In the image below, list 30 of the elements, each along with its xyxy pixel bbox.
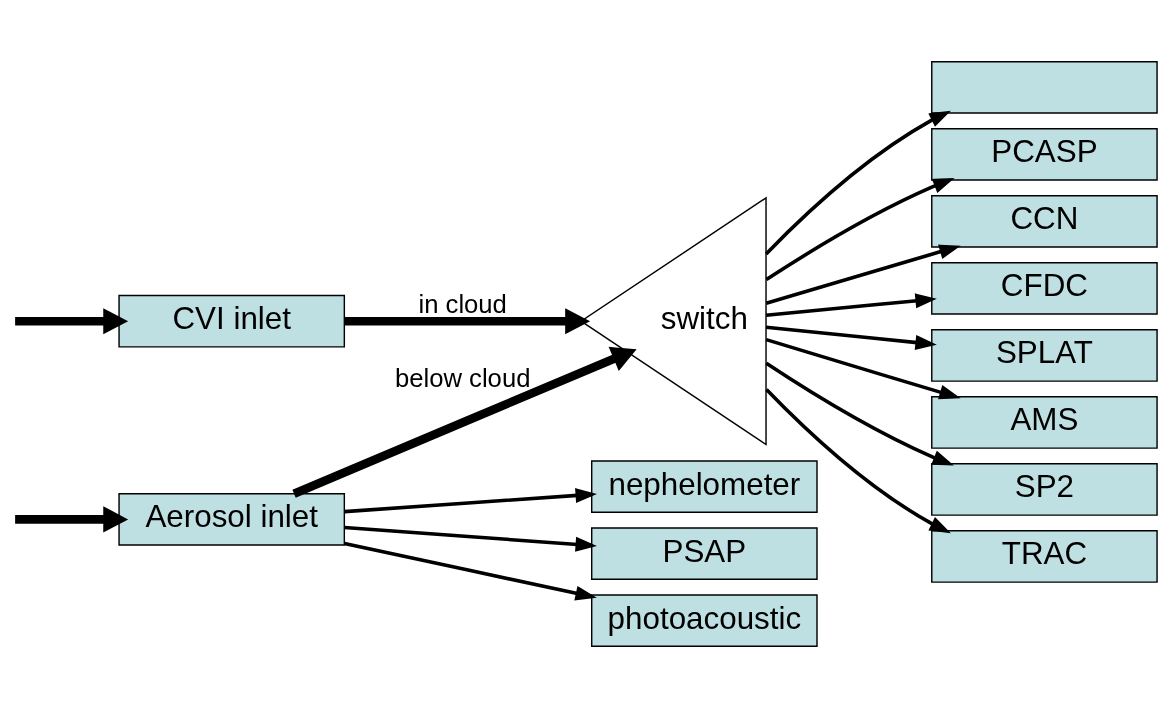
node-box: CVI inlet [118,294,346,348]
node-box: TRAC [931,530,1158,583]
node-box: AMS [931,396,1158,449]
arrow [765,293,937,318]
arrow [765,178,955,282]
arrow [15,308,129,335]
arrow [344,525,597,552]
arrow [292,346,637,498]
node-box [931,61,1158,114]
edge-label: in cloud [418,290,507,319]
arrow [765,325,937,350]
node-box: SPLAT [931,329,1158,382]
arrow [765,244,961,305]
node-box: CCN [931,195,1158,248]
edge-label: below cloud [394,364,531,393]
arrow [765,337,961,400]
arrow [764,110,951,256]
arrow [765,361,954,466]
arrow [344,488,597,514]
node-box: PCASP [931,128,1158,181]
node-box: PSAP [591,527,818,580]
arrow [15,506,129,533]
node-box: Aerosol inlet [118,493,346,546]
node-box: photoacoustic [591,594,818,647]
arrow [344,308,591,335]
arrow [344,541,597,601]
node-box: CFDC [931,262,1158,315]
arrow [765,388,951,534]
node-box: SP2 [931,463,1158,516]
node-box: nephelometer [591,460,818,513]
